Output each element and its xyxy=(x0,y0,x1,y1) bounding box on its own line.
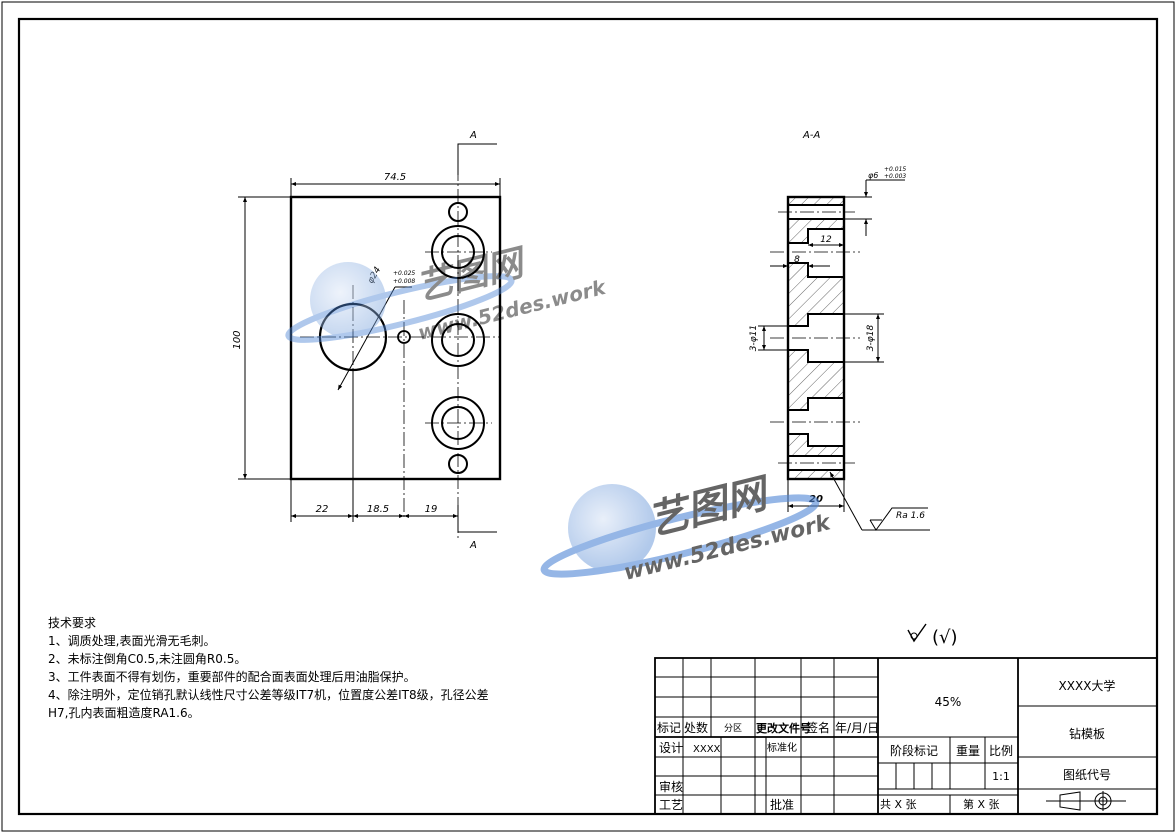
tb-standard-label: 标准化 xyxy=(767,741,797,754)
tb-part-name: 钻模板 xyxy=(1069,726,1105,741)
tb-scale-label: 比例 xyxy=(989,744,1013,758)
tb-approve-label: 批准 xyxy=(770,797,794,812)
tb-header-count: 处数 xyxy=(684,720,708,735)
tech-req-item-3: 3、工件表面不得有划伤，重要部件的配合面表面处理后用油脂保护。 xyxy=(48,669,416,684)
section-marker-top: A xyxy=(469,130,477,141)
dim-12: 12 xyxy=(820,235,832,245)
tb-design-label: 设计 xyxy=(659,741,683,755)
tech-req-item-2: 2、未标注倒角C0.5,未注圆角R0.5。 xyxy=(48,651,246,666)
tb-header-doc: 更改文件号 xyxy=(756,721,811,735)
dim-3phi11: 3-φ11 xyxy=(749,325,759,351)
dim-18-5: 18.5 xyxy=(367,504,389,515)
dim-phi24-tol-lower: +0.008 xyxy=(393,278,415,285)
general-roughness: (√) xyxy=(907,623,958,648)
tb-process-label: 工艺 xyxy=(659,798,683,812)
tb-weight-label: 重量 xyxy=(956,744,980,758)
plate-outline xyxy=(289,195,502,481)
tb-total-sheets: 共 X 张 xyxy=(880,798,917,811)
tb-header-mark: 标记 xyxy=(657,721,681,735)
dim-19: 19 xyxy=(425,504,438,515)
section-view: A-A φ6 xyxy=(749,130,930,531)
watermark-2: 艺图网 www.52des.work xyxy=(540,470,834,586)
tb-drawing-no: 图纸代号 xyxy=(1063,768,1111,782)
inner-frame xyxy=(17,17,1159,816)
dim-width: 74.5 xyxy=(384,172,406,183)
tb-header-zone: 分区 xyxy=(724,723,742,734)
dim-3phi18: 3-φ18 xyxy=(866,325,876,352)
roughness-label: Ra 1.6 xyxy=(896,511,925,521)
tech-req-title: 技术要求 xyxy=(48,616,96,630)
tb-scale-value: 1:1 xyxy=(992,770,1010,783)
tb-stage-label: 阶段标记 xyxy=(890,743,938,758)
tech-requirements: 技术要求 1、调质处理,表面光滑无毛刺。 2、未标注倒角C0.5,未注圆角R0.… xyxy=(48,616,489,720)
tb-sheet-no: 第 X 张 xyxy=(963,797,1000,811)
projection-symbol-icon xyxy=(1046,791,1126,811)
dim-phi24-tol-upper: +0.025 xyxy=(393,270,415,277)
tech-req-item-1: 1、调质处理,表面光滑无毛刺。 xyxy=(48,634,215,648)
dim-height: 100 xyxy=(232,330,243,349)
dim-phi6: φ6 xyxy=(868,171,878,180)
dim-22: 22 xyxy=(316,504,329,515)
section-title: A-A xyxy=(802,130,820,141)
tb-review-label: 审核 xyxy=(659,779,683,794)
dim-phi6-tol-upper: +0.015 xyxy=(884,166,906,173)
dim-8: 8 xyxy=(794,255,800,265)
tb-material: 45% xyxy=(935,695,962,709)
title-block: 标记 处数 分区 更改文件号 签名 年/月/日 设计 XXXX 标准化 审核 工… xyxy=(654,657,1158,815)
tech-req-item-5: H7,孔内表面粗造度RA1.6。 xyxy=(48,705,200,720)
front-view: A A 74.5 100 φ24 +0.025 +0.008 22 18.5 1… xyxy=(232,130,502,551)
dim-phi6-tol-lower: +0.003 xyxy=(884,173,906,180)
tb-school: XXXX大学 xyxy=(1059,678,1116,693)
tech-req-item-4: 4、除注明外，定位销孔默认线性尺寸公差等级IT7机，位置度公差IT8级，孔径公差 xyxy=(48,687,489,702)
tb-header-sign: 签名 xyxy=(806,720,830,735)
tb-header-date: 年/月/日 xyxy=(835,721,879,735)
watermark-1: 艺图网 www.52des.work xyxy=(285,242,609,345)
general-roughness-label: (√) xyxy=(932,627,958,648)
tb-design-value: XXXX xyxy=(693,744,721,755)
section-marker-bottom: A xyxy=(469,540,477,551)
